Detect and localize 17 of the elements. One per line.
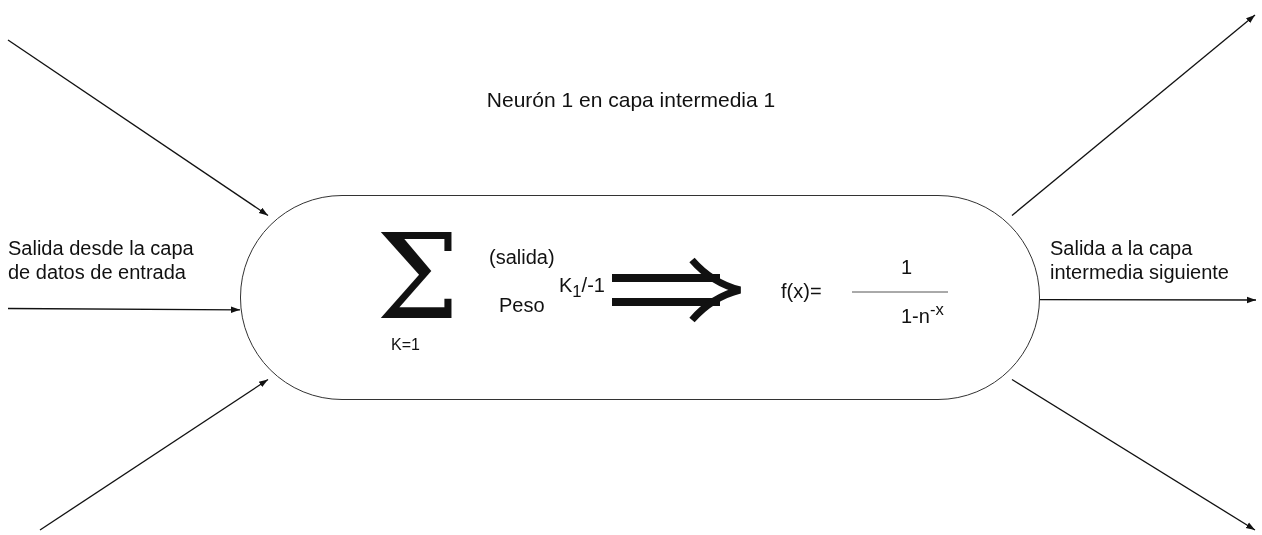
formula-text: K=1 xyxy=(391,336,420,354)
arrow xyxy=(39,378,269,531)
label-text: Salida desde la capa de datos de entrada xyxy=(8,236,208,286)
label-text: Salida a la capa intermedia siguiente xyxy=(1050,236,1250,286)
arrow xyxy=(1039,296,1257,304)
diagram-title: Neurón 1 en capa intermedia 1 xyxy=(485,88,777,112)
formula-text: f(x)= xyxy=(781,280,822,303)
formula-text: 1 xyxy=(901,256,913,279)
formula-text: Peso xyxy=(499,294,545,317)
sum-symbol: Σ xyxy=(376,218,460,336)
formula-text: 1-n$^{-x}$ xyxy=(901,300,944,328)
arrow xyxy=(1011,14,1256,217)
formula-text: (salida) xyxy=(489,246,555,269)
arrow xyxy=(7,39,269,217)
arrow xyxy=(7,306,241,313)
formula-text: K$_{1}$/-1 xyxy=(559,274,605,302)
arrow xyxy=(1011,378,1256,531)
